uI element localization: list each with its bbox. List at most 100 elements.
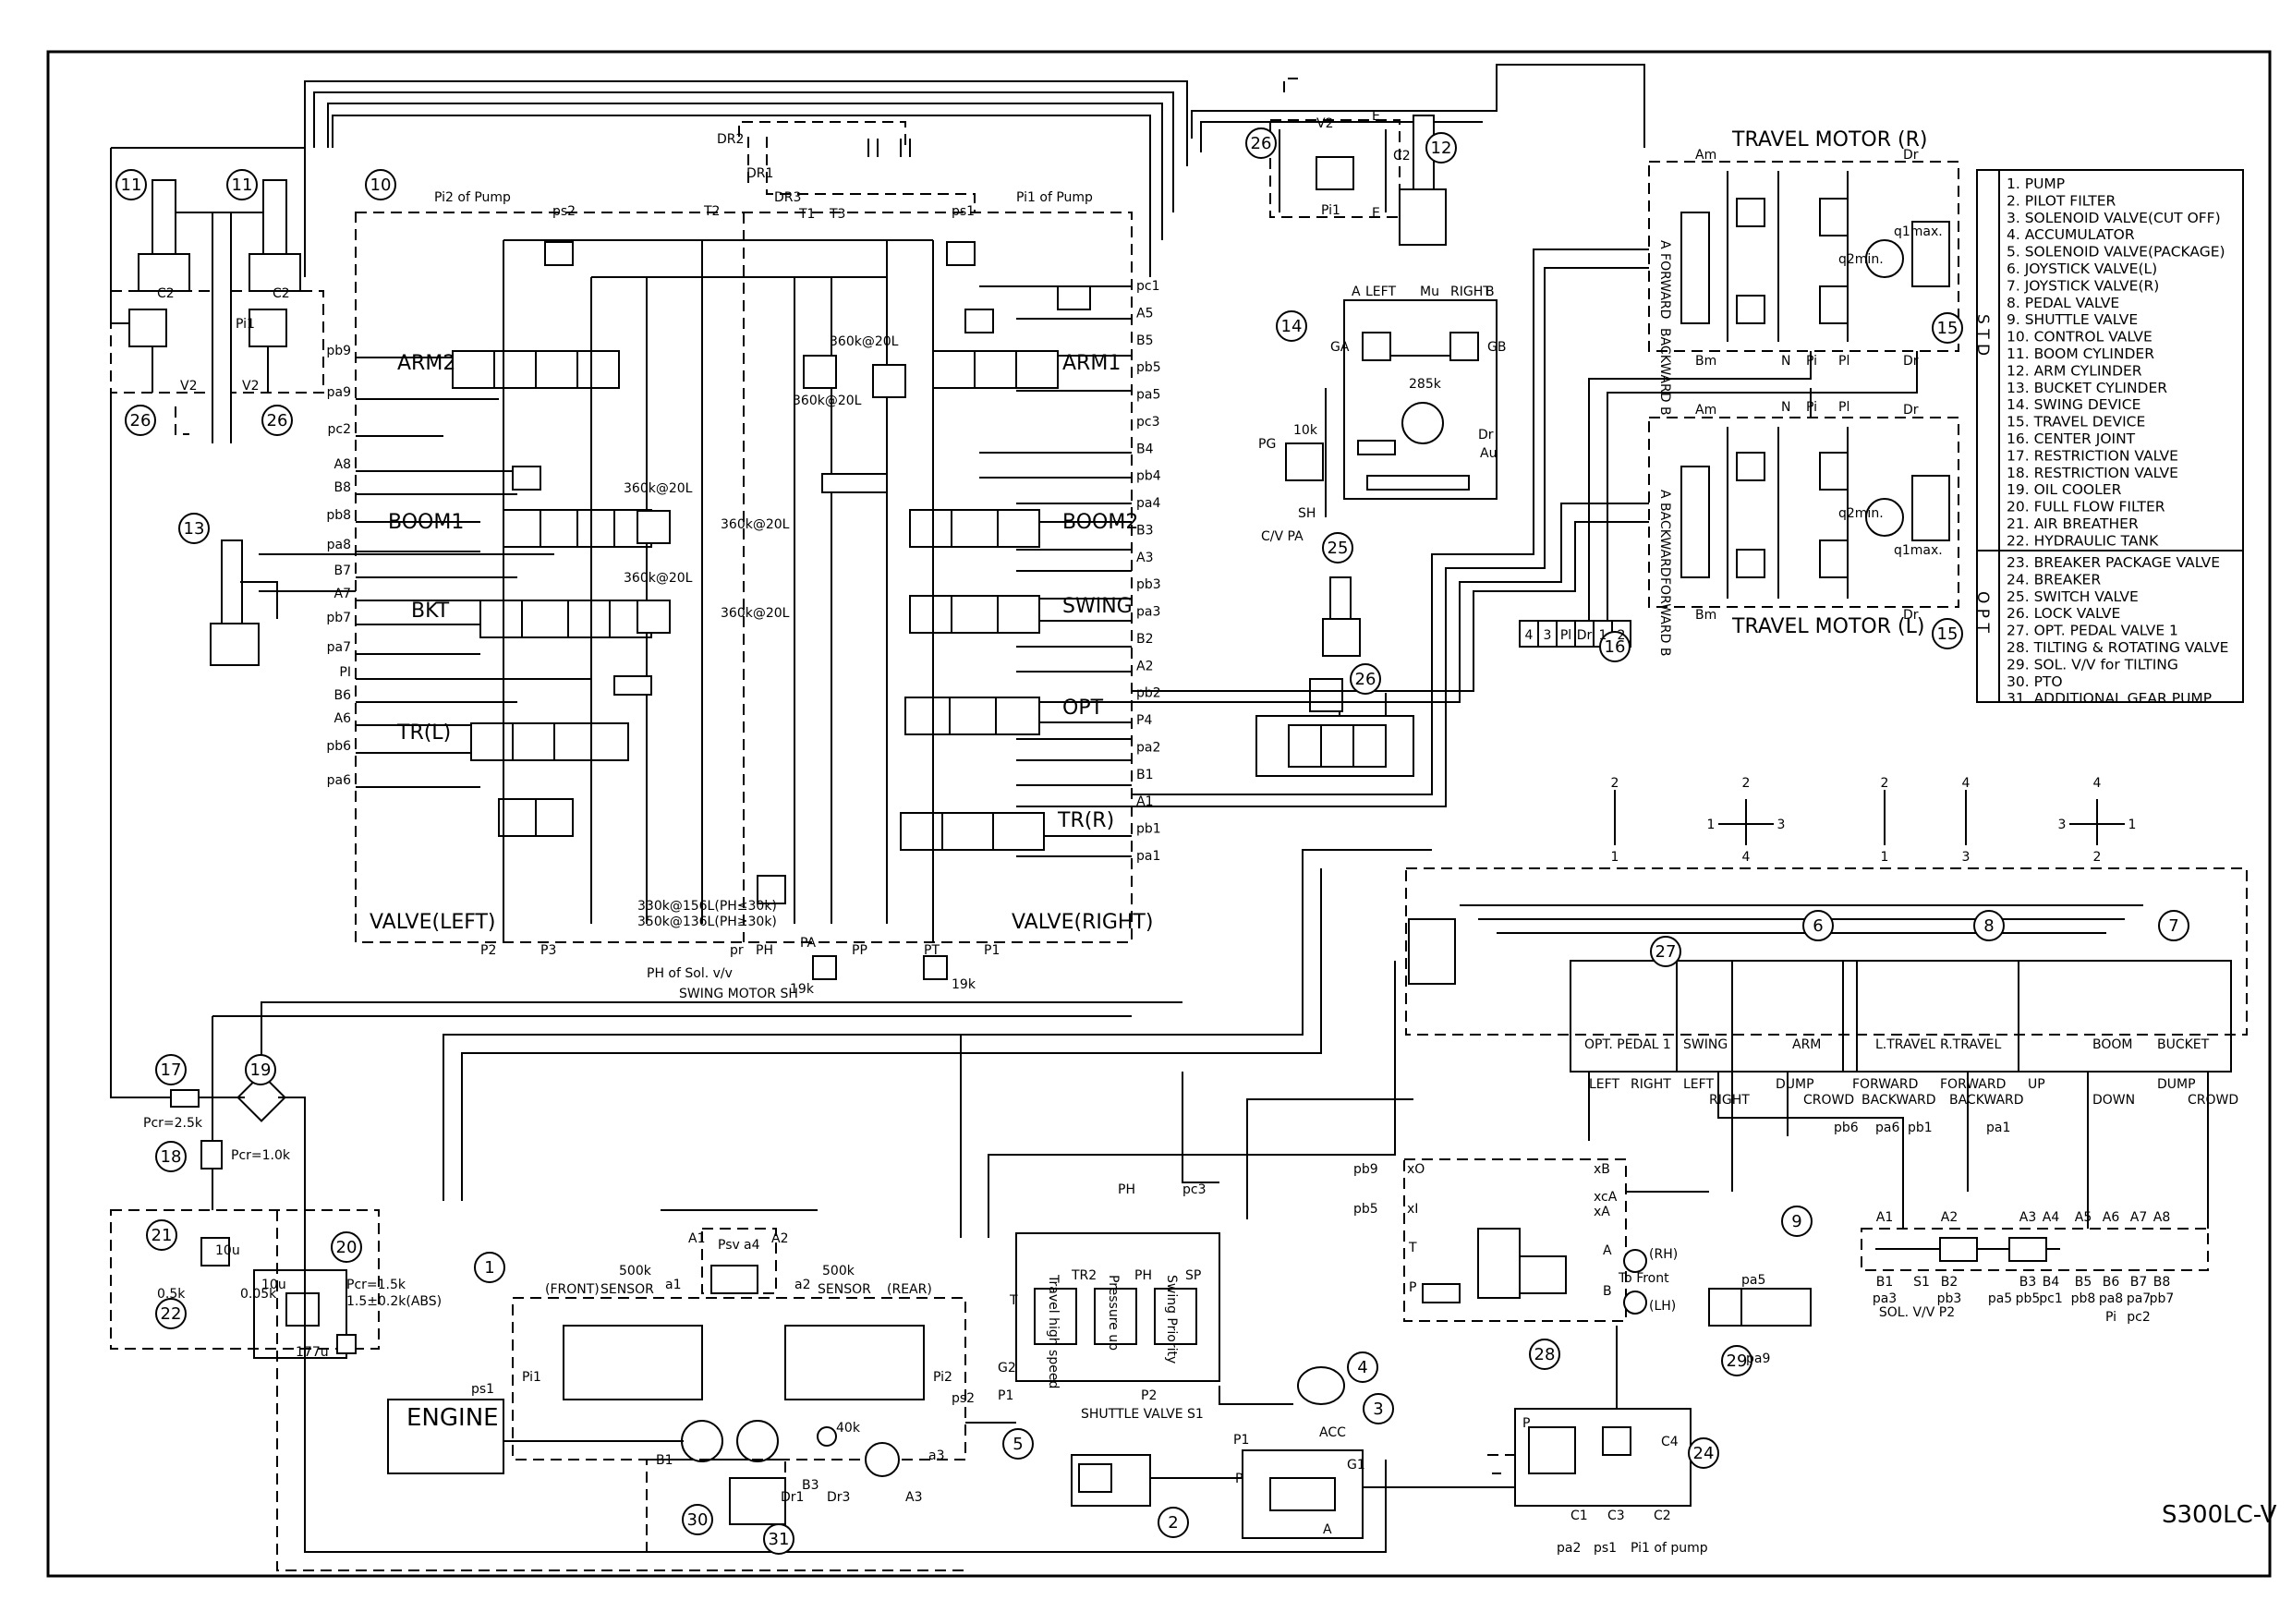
tv-pb9: pb9	[1353, 1162, 1378, 1177]
callout-12: 12	[1431, 139, 1452, 158]
relief-5-label: 360k@20L	[624, 571, 693, 586]
pv-arm: ARM	[1792, 1037, 1821, 1052]
swing-cv-pa: C/V PA	[1261, 529, 1304, 544]
ps2-label: ps2	[552, 204, 576, 219]
acc-p1: P1	[1233, 1433, 1249, 1448]
relief-1-label: 360k@20L	[830, 334, 899, 349]
callout-4: 4	[1357, 1358, 1367, 1377]
callout-15b: 15	[1937, 624, 1959, 644]
callout-15a: 15	[1937, 319, 1959, 338]
pump-psv: Psv	[718, 1238, 740, 1253]
shuttle-bottom-port: B4	[2043, 1275, 2060, 1290]
shuttle-pilot-port: pb7	[2150, 1291, 2175, 1306]
pv-right: RIGHT	[1631, 1077, 1671, 1092]
breaker-package-internals	[1487, 1426, 1631, 1474]
pv-pb1: pb1	[1908, 1121, 1933, 1135]
19k-b-label: 19k	[952, 977, 976, 992]
legend-opt-item: 30. PTO	[2007, 673, 2063, 690]
valve-right-port-label: B1	[1136, 768, 1154, 782]
pilot-outputs	[1588, 1072, 2209, 1229]
engine-label: ENGINE	[406, 1404, 499, 1432]
label-arm1: ARM1	[1062, 352, 1121, 375]
joystick-top-label: 4	[2093, 776, 2102, 791]
shuttle-pilot-port: pa5	[1988, 1291, 2012, 1306]
legend-opt-item: 29. SOL. V/V for TILTING	[2007, 656, 2178, 673]
trr-am: Am	[1695, 148, 1716, 163]
pump-ps1: ps1	[471, 1382, 494, 1397]
solenoid-package-outline	[1015, 1232, 1220, 1382]
pump-a1s: a1	[665, 1278, 682, 1292]
legend-std-item: 20. FULL FLOW FILTER	[2007, 499, 2165, 515]
tv-t: T	[1408, 1241, 1417, 1255]
legend-std-item: 13. BUCKET CYLINDER	[2007, 380, 2167, 396]
label-trr: TR(R)	[1057, 809, 1114, 832]
label-swing: SWING	[1062, 595, 1133, 618]
swing-10k: 10k	[1293, 423, 1318, 438]
arm-e2: E	[1372, 206, 1380, 221]
valve-left-port-label: pa9	[327, 385, 351, 400]
legend-std-item: 1. PUMP	[2007, 176, 2065, 192]
callout-2: 2	[1168, 1513, 1178, 1533]
pump-front: (FRONT)	[545, 1282, 600, 1297]
joystick-top-label: 2	[1742, 776, 1751, 791]
pi2-pump-label: Pi2 of Pump	[434, 190, 511, 205]
pump-a1: A1	[688, 1231, 705, 1246]
valve-right-port-label: pa5	[1136, 388, 1160, 403]
legend-std-item: 15. TRAVEL DEVICE	[2007, 414, 2145, 430]
bp-c3: C3	[1607, 1509, 1625, 1523]
trr-pl: Pl	[1838, 354, 1849, 369]
callout-circles	[115, 127, 2189, 1555]
pump-relief-symbol	[817, 1426, 837, 1447]
legend-std-item: 22. HYDRAULIC TANK	[2007, 532, 2159, 549]
legend-std-item: 17. RESTRICTION VALVE	[2007, 447, 2178, 464]
tank-05k: 0.5k	[157, 1287, 186, 1302]
trl-pi: Pi	[1806, 400, 1817, 415]
travel-l-labels: A BACKWARD FORWARD B Am Bm N Pi Pl Dr Dr…	[1657, 400, 1943, 656]
sol-package-labels: Travel high speed Pressure up Swing Prio…	[998, 1182, 1207, 1422]
callout-numbers: 11 11 26 26 10 26 12 14 13 25 26 16 15 1…	[121, 134, 2179, 1549]
spool-swing	[909, 595, 1040, 634]
tilting-valve-internals	[1422, 1228, 1647, 1315]
bp-c1: C1	[1570, 1509, 1588, 1523]
pa-label: PA	[800, 936, 817, 951]
callout-19: 19	[250, 1060, 272, 1080]
center-joint-port-label: 4	[1525, 628, 1534, 643]
valve-left-port-label: pa8	[327, 538, 351, 552]
tilting-valve-outline	[1403, 1158, 1627, 1322]
travel-hoses	[1132, 248, 1918, 807]
valve-right-port-label: pa2	[1136, 740, 1160, 755]
swing-a: A	[1352, 285, 1361, 299]
swing-device-internals	[1285, 332, 1479, 517]
shuttle-bottom-port: B1	[1876, 1275, 1894, 1290]
pump-outline	[512, 1297, 966, 1460]
boom-v2a: V2	[180, 379, 197, 394]
arm-v2: V2	[1316, 116, 1333, 131]
breaker-pkg-labels: P C4 C1 C3 C2 pa2 ps1 Pi1 of pump	[1522, 1416, 1708, 1556]
legend-std-item: 18. RESTRICTION VALVE	[2007, 465, 2178, 481]
pump-500k-b: 500k	[822, 1264, 855, 1279]
bp-pi1pump: Pi1 of pump	[1631, 1541, 1708, 1556]
legend-std-item: 10. CONTROL VALVE	[2007, 329, 2153, 345]
pi1-pump-label: Pi1 of Pump	[1016, 190, 1093, 205]
center-joint-port-label: 2	[1618, 628, 1626, 643]
valve-right-title: VALVE(RIGHT)	[1012, 911, 1153, 934]
valve-internal-passages	[503, 239, 934, 942]
trl-pl: Pl	[1838, 400, 1849, 415]
callout-26b: 26	[267, 411, 288, 430]
relief-3-label: 360k@20L	[624, 481, 693, 496]
valve-right-port-label: pb1	[1136, 822, 1161, 837]
swing-device-labels: A LEFT Mu RIGHT B GA GB 285k 10k PG SH D…	[1258, 285, 1506, 544]
main-relief-1-label: 330k@156L(PH≤30k)	[637, 899, 777, 914]
trl-am: Am	[1695, 403, 1716, 418]
valve-right-port-label: pb5	[1136, 360, 1161, 375]
trr-dr-top: Dr	[1903, 148, 1919, 163]
swing-right: RIGHT	[1450, 285, 1491, 299]
travel-motor-r-internals	[1680, 171, 1950, 342]
legend-opt-item: 27. OPT. PEDAL VALVE 1	[2007, 623, 2178, 639]
valve-right-port-label: A2	[1136, 659, 1153, 673]
shuttle-bottom-port: B6	[2103, 1275, 2120, 1290]
callout-26c: 26	[1251, 134, 1272, 153]
callout-25: 26	[1355, 670, 1376, 689]
arm-e1: E	[1372, 109, 1380, 124]
